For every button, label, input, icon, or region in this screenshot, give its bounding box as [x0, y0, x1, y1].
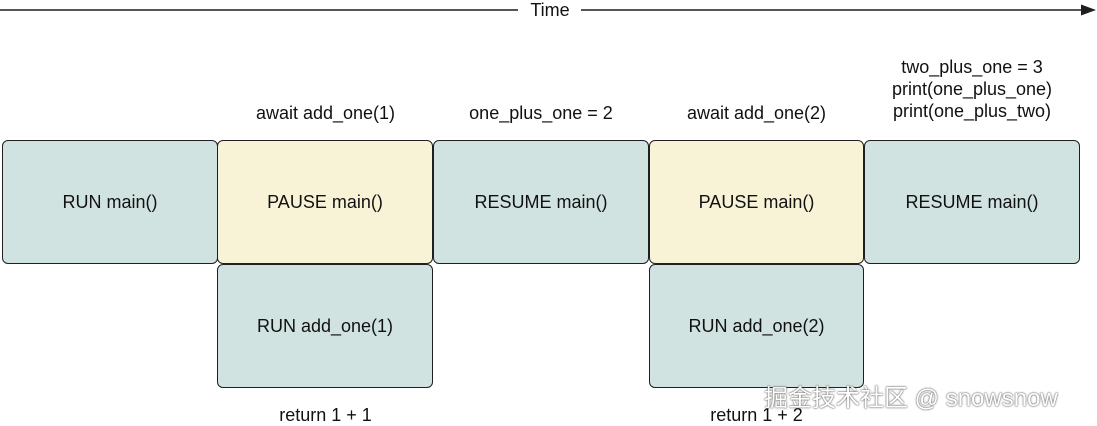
timeline-axis: Time	[0, 0, 1096, 20]
annotation-return-1: return 1 + 1	[279, 405, 372, 425]
box-label: PAUSE main()	[698, 191, 815, 212]
box-pause-main-2: PAUSE main()	[649, 140, 864, 264]
box-label: RUN add_one(1)	[256, 315, 394, 336]
box-label: PAUSE main()	[267, 191, 383, 212]
annotation-await-add-one-2: await add_one(2)	[686, 103, 827, 123]
box-label: RUN main()	[62, 191, 158, 212]
annotation-await-add-one-1: await add_one(1)	[255, 103, 396, 123]
box-run-add-one-1: RUN add_one(1)	[217, 264, 433, 388]
timeline-arrowhead-icon	[1081, 4, 1096, 16]
annotation-final-line: print(one_plus_two)	[892, 101, 1052, 121]
watermark-text: 掘金技术社区 @ snowsnow	[764, 385, 1058, 412]
box-resume-main-2: RESUME main()	[864, 140, 1080, 264]
box-run-main: RUN main()	[2, 140, 218, 264]
box-pause-main-1: PAUSE main()	[217, 140, 433, 264]
annotation-final-statements: two_plus_one = 3 print(one_plus_one) pri…	[864, 56, 1080, 122]
box-label: RESUME main()	[474, 191, 608, 212]
annotation-return-2: return 1 + 2	[710, 405, 803, 425]
box-label: RESUME main()	[905, 191, 1039, 212]
box-label: RUN add_one(2)	[688, 315, 825, 336]
annotation-one-plus-one: one_plus_one = 2	[469, 103, 613, 123]
annotation-final-line: print(one_plus_one)	[891, 79, 1053, 99]
box-resume-main-1: RESUME main()	[433, 140, 649, 264]
annotation-final-line: two_plus_one = 3	[901, 57, 1043, 77]
box-run-add-one-2: RUN add_one(2)	[649, 264, 864, 388]
timeline-label: Time	[530, 0, 569, 20]
